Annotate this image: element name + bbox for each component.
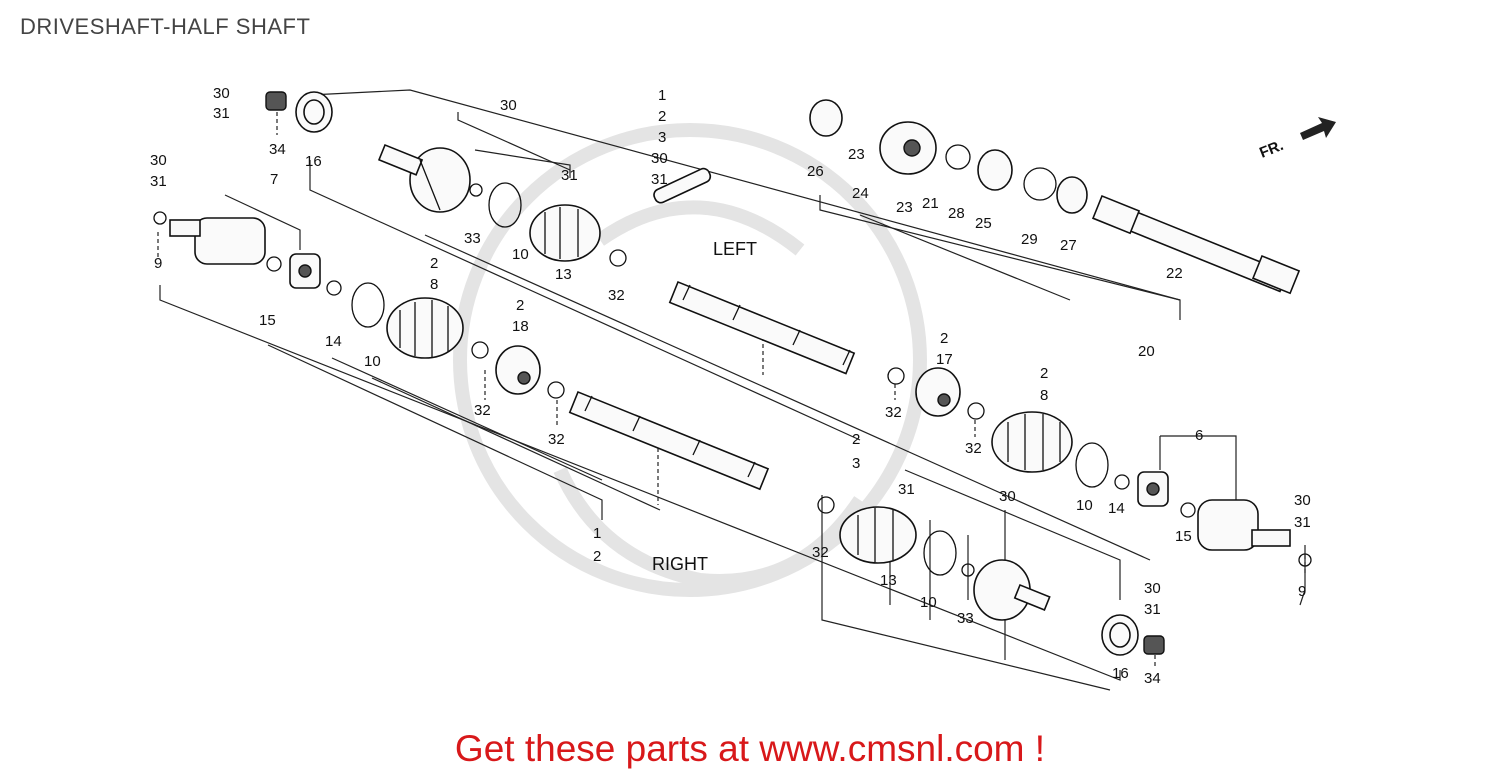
- callout-26: 26: [807, 163, 824, 180]
- callout-6: 6: [1195, 427, 1203, 444]
- front-arrow-icon: [1300, 117, 1336, 140]
- callout-2-8-left-b: 8: [430, 276, 438, 293]
- callout-kit-30: 30: [651, 150, 668, 167]
- callout-labels: 30 31 34 16 30 1 2 3 30 31 30 31 7 9 15 …: [150, 85, 1311, 687]
- callout-32-d: 32: [965, 440, 982, 457]
- callout-30-top: 30: [500, 97, 517, 114]
- callout-30-31-left-a: 30: [150, 152, 167, 169]
- callout-15-right: 15: [1175, 528, 1192, 545]
- half-shaft: [1091, 194, 1301, 295]
- boot-right-8: [991, 411, 1073, 473]
- callout-23-a: 23: [848, 146, 865, 163]
- boot-bottom-13: [839, 506, 917, 564]
- callout-9-right: 9: [1298, 583, 1306, 600]
- callout-1-2-right-a: 1: [593, 525, 601, 542]
- left-side-label: LEFT: [713, 239, 757, 259]
- callout-30-31-br-b: 31: [1144, 601, 1161, 618]
- callout-2-3-mid-a: 2: [852, 431, 860, 448]
- right-driveshaft: [568, 390, 770, 491]
- callout-21: 21: [922, 195, 939, 212]
- watermark-logo: [453, 123, 927, 597]
- boot-left: [386, 297, 464, 359]
- callout-10-top: 10: [512, 246, 529, 263]
- inboard-joint-left: [169, 217, 321, 289]
- callout-2-18-a: 2: [516, 297, 524, 314]
- right-side-label: RIGHT: [652, 554, 708, 574]
- callout-32-top: 32: [608, 287, 625, 304]
- callout-34-tl: 34: [269, 141, 286, 158]
- callout-14-right: 14: [1108, 500, 1125, 517]
- callout-2-3-mid-b: 3: [852, 455, 860, 472]
- inboard-joint-right: [1137, 471, 1291, 551]
- callout-7: 7: [270, 171, 278, 188]
- callout-30-31-tl-b: 31: [213, 105, 230, 122]
- callout-1-2-right-b: 2: [593, 548, 601, 565]
- callout-32-c: 32: [885, 404, 902, 421]
- callout-10-right: 10: [1076, 497, 1093, 514]
- leader-lines: [157, 89, 1306, 691]
- callout-33-bottom: 33: [957, 610, 974, 627]
- callout-2-8-right-a: 2: [1040, 365, 1048, 382]
- outboard-joint-top: [377, 143, 471, 213]
- callout-15-left: 15: [259, 312, 276, 329]
- callout-25: 25: [975, 215, 992, 232]
- callout-32-bottom: 32: [812, 544, 829, 561]
- callout-14-left: 14: [325, 333, 342, 350]
- callout-31-bottom: 31: [898, 481, 915, 498]
- callout-32-b: 32: [548, 431, 565, 448]
- callout-2-17-a: 2: [940, 330, 948, 347]
- callout-kit-31: 31: [651, 171, 668, 188]
- callout-2-17-b: 17: [936, 351, 953, 368]
- callout-20: 20: [1138, 343, 1155, 360]
- callout-30-31-tl-a: 30: [213, 85, 230, 102]
- callout-31-top: 31: [561, 167, 578, 184]
- callout-30-31-br-a: 30: [1144, 580, 1161, 597]
- clamp-bands: [153, 182, 1312, 577]
- callout-30-bottom: 30: [999, 488, 1016, 505]
- callout-2-8-right-b: 8: [1040, 387, 1048, 404]
- callout-kit-3: 3: [658, 129, 666, 146]
- callout-16-br: 16: [1112, 665, 1129, 682]
- page-title: DRIVESHAFT-HALF SHAFT: [20, 14, 311, 39]
- callout-13-bottom: 13: [880, 572, 897, 589]
- dynamic-damper-17: [915, 367, 961, 417]
- callout-22: 22: [1166, 265, 1183, 282]
- seal-and-nut-bottom: [1101, 614, 1165, 656]
- callout-10-bottom: 10: [920, 594, 937, 611]
- callout-9-left: 9: [154, 255, 162, 272]
- callout-32-a: 32: [474, 402, 491, 419]
- callout-10-left: 10: [364, 353, 381, 370]
- callout-23-b: 23: [896, 199, 913, 216]
- callout-16-tl: 16: [305, 153, 322, 170]
- callout-kit-1: 1: [658, 87, 666, 104]
- callout-2-8-left-a: 2: [430, 255, 438, 272]
- front-label: FR.: [1257, 137, 1286, 162]
- callout-30-31-right-a: 30: [1294, 492, 1311, 509]
- outboard-joint-bottom: [973, 559, 1051, 621]
- boot-top-13: [529, 204, 601, 262]
- footer-link[interactable]: Get these parts at www.cmsnl.com !: [454, 728, 1046, 769]
- callout-33-top: 33: [464, 230, 481, 247]
- bearing-support: [809, 99, 1088, 214]
- callout-27: 27: [1060, 237, 1077, 254]
- callout-34-br: 34: [1144, 670, 1161, 687]
- callout-30-31-right-b: 31: [1294, 514, 1311, 531]
- callout-28: 28: [948, 205, 965, 222]
- seal-and-nut-top: [265, 91, 333, 133]
- callout-2-18-b: 18: [512, 318, 529, 335]
- left-driveshaft: [668, 280, 856, 375]
- dynamic-damper-18: [495, 345, 541, 395]
- callout-30-31-left-b: 31: [150, 173, 167, 190]
- repair-kit-tube: [653, 167, 712, 204]
- callout-29: 29: [1021, 231, 1038, 248]
- callout-kit-2: 2: [658, 108, 666, 125]
- callout-13-top: 13: [555, 266, 572, 283]
- callout-24: 24: [852, 185, 869, 202]
